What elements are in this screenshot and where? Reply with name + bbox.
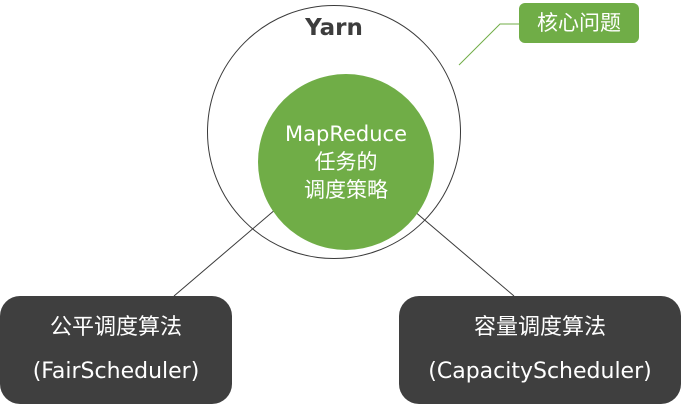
center-label-line1: MapReduce [285, 122, 407, 146]
callout-leader-line [458, 23, 519, 66]
capacity-scheduler-name: 容量调度算法 [473, 315, 606, 340]
center-label-line2: 任务的 [314, 150, 378, 174]
mapreduce-scheduling-circle: MapReduce 任务的 调度策略 [258, 74, 434, 250]
fair-scheduler-box: 公平调度算法 (FairScheduler) [0, 296, 232, 404]
yarn-label: Yarn [305, 15, 363, 41]
capacity-scheduler-box: 容量调度算法 (CapacityScheduler) [399, 296, 681, 404]
fair-scheduler-class: (FairScheduler) [32, 359, 200, 384]
center-label-line3: 调度策略 [304, 178, 388, 202]
core-issue-callout: 核心问题 [519, 3, 639, 43]
capacity-scheduler-class: (CapacityScheduler) [428, 359, 652, 384]
fair-scheduler-name: 公平调度算法 [49, 315, 182, 340]
